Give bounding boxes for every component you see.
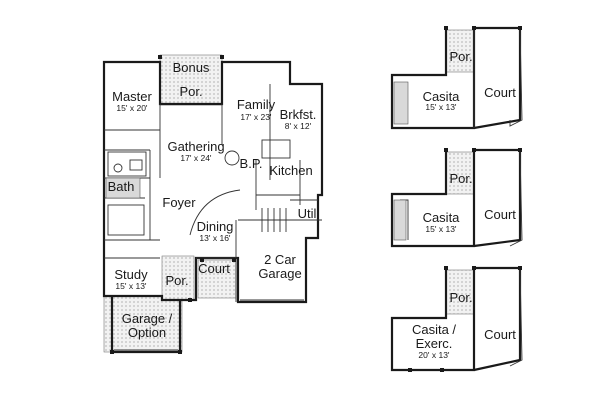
brkfst-label: Brkfst.: [280, 107, 317, 122]
study-dims: 15' x 13': [115, 281, 147, 291]
master-label: Master: [112, 89, 152, 104]
family-label: Family: [237, 97, 276, 112]
alt2-bath: [393, 199, 407, 241]
alt3-porch-label: Por.: [449, 290, 472, 305]
kitchen-island: [261, 139, 291, 159]
study-label: Study: [114, 267, 148, 282]
garage-label-line1: 2 Car: [264, 252, 296, 267]
garage-option-floor: [103, 295, 183, 353]
gathering-label: Gathering: [167, 139, 224, 154]
garage-label-line2: Garage: [258, 266, 301, 281]
alt3-walls: [390, 266, 522, 372]
alt3-room-dims: 20' x 13': [418, 350, 450, 360]
alt3-col-e: [440, 368, 444, 372]
util-label: Util: [298, 206, 317, 221]
alt2-room-dims: 15' x 13': [425, 224, 457, 234]
sink-fixture: [129, 159, 143, 171]
exterior-walls: [102, 60, 324, 304]
master-closet: [107, 151, 147, 177]
bath-fixtures: [107, 204, 145, 236]
alt2-col-a: [444, 148, 448, 152]
bp-round-fixture: [224, 150, 240, 166]
main-floor-plan: Bonus Por. Master 15' x 20' Family 17' x…: [102, 54, 324, 354]
alt3-col-d: [408, 368, 412, 372]
alt2-court-label: Court: [484, 207, 516, 222]
alt3-inner-lines: [509, 267, 523, 367]
dining-label: Dining: [197, 219, 234, 234]
alternate-casita-1: Por. Casita 15' x 13' Court: [390, 26, 523, 130]
lower-porch-label: Por.: [165, 273, 188, 288]
foyer-arc: [189, 189, 241, 236]
alternate-casita-2: Por. Casita 15' x 13' Court: [390, 148, 523, 248]
bonus-porch-floor: [159, 54, 223, 106]
alt1-room-label: Casita: [423, 89, 461, 104]
bp-label: B.P.: [240, 156, 263, 171]
alt3-room-label-line2: Exerc.: [416, 336, 453, 351]
alt2-col-c: [518, 148, 522, 152]
alt1-court-label: Court: [484, 85, 516, 100]
bath-label: Bath: [108, 179, 135, 194]
alternate-casita-3: Por. Casita / Exerc. 20' x 13' Court: [390, 266, 523, 372]
alt1-bath: [393, 81, 409, 125]
alt3-porch-floor: [445, 269, 475, 315]
alt1-col-b: [472, 26, 476, 30]
court-floor: [197, 259, 237, 299]
master-dims: 15' x 20': [116, 103, 148, 113]
alt2-col-b: [472, 148, 476, 152]
dining-dims: 13' x 16': [199, 233, 231, 243]
alt2-porch-label: Por.: [449, 171, 472, 186]
alt3-col-b: [472, 266, 476, 270]
family-dims: 17' x 23': [240, 112, 272, 122]
alt3-court-label: Court: [484, 327, 516, 342]
court-label: Court: [198, 261, 230, 276]
alt1-col-a: [444, 26, 448, 30]
alt1-porch-label: Por.: [449, 49, 472, 64]
toilet-fixture: [113, 163, 123, 173]
lower-porch-floor: [161, 255, 195, 301]
bonus-label: Bonus: [173, 60, 210, 75]
garage-option-walls: [110, 296, 182, 354]
brkfst-dims: 8' x 12': [285, 121, 312, 131]
porch-columns: [110, 55, 236, 354]
alt1-inner-lines: [473, 27, 523, 128]
stairs: [261, 208, 287, 232]
garage-option-label-line2: Option: [128, 325, 166, 340]
foyer-label: Foyer: [162, 195, 196, 210]
bath-shaded: [105, 177, 141, 199]
alt1-room-dims: 15' x 13': [425, 102, 457, 112]
top-porch-label: Por.: [179, 84, 202, 99]
alt3-col-a: [444, 266, 448, 270]
alt1-col-c: [518, 26, 522, 30]
alt2-walls: [390, 148, 522, 248]
alt3-room-label-line1: Casita /: [412, 322, 456, 337]
gathering-dims: 17' x 24': [180, 153, 212, 163]
alt3-col-c: [518, 266, 522, 270]
kitchen-label: Kitchen: [269, 163, 312, 178]
alt2-room-label: Casita: [423, 210, 461, 225]
garage-option-label-line1: Garage /: [122, 311, 173, 326]
